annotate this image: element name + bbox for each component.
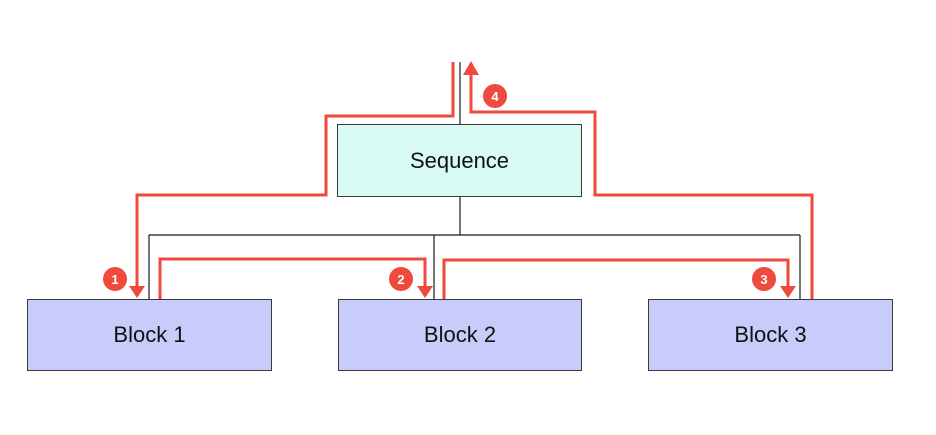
block-3-label: Block 3 <box>734 322 807 347</box>
step-badge-2: 2 <box>389 267 413 291</box>
sequence-label: Sequence <box>409 147 510 173</box>
step-badge-3: 3 <box>752 267 776 291</box>
block-2-label: Block 2 <box>423 322 497 347</box>
flow-path-step-2 <box>158 257 427 299</box>
flow-path-step-3 <box>442 258 790 299</box>
arrowhead-block1 <box>129 286 145 298</box>
step-number: 1 <box>111 271 119 287</box>
block-3-node: Block 3 <box>648 299 893 371</box>
flow-path-step-1 <box>135 62 455 288</box>
arrowhead-block3 <box>780 286 796 298</box>
step-number: 4 <box>491 88 499 104</box>
step-number: 2 <box>397 271 405 287</box>
arrowhead-block2 <box>417 286 433 298</box>
sequence-node: Sequence <box>337 124 582 197</box>
flow-path-step-4 <box>469 73 814 299</box>
arrowhead-up <box>463 61 479 75</box>
step-number: 3 <box>760 271 768 287</box>
block-2-node: Block 2 <box>338 299 582 371</box>
block-1-node: Block 1 <box>27 299 272 371</box>
step-badge-4: 4 <box>483 84 507 108</box>
step-badge-1: 1 <box>103 267 127 291</box>
block-1-label: Block 1 <box>113 322 186 347</box>
